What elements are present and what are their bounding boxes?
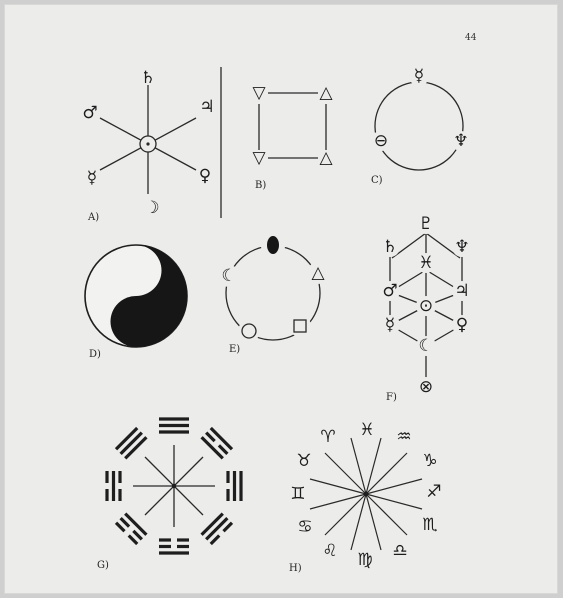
label-f: F) (386, 392, 397, 403)
water-triangle-icon: ▽ (252, 83, 266, 103)
earth-cross-icon: ⊗ (419, 377, 433, 397)
label-g: G) (97, 560, 109, 571)
salt-icon: ⊖ (374, 131, 388, 151)
mercury-icon: ☿ (414, 66, 424, 86)
label-a: A) (87, 212, 99, 223)
pisces-icon: ♓ (418, 253, 433, 273)
black-oval (267, 236, 279, 254)
taurus-icon: ♉ (296, 451, 311, 471)
diagram-f: ♇ ♄ ♓ ♆ ♂ ♃ ⊙ ☿ ♀ ☾ ⊗ F) (380, 214, 472, 403)
diagram-g: G) (97, 419, 241, 571)
trigram-bar (211, 535, 219, 543)
trigram-bar (206, 433, 214, 441)
fire-triangle-icon: △ (319, 148, 333, 168)
zodiac-spoke (366, 438, 381, 494)
zodiac-spoke (310, 494, 366, 509)
glyph-mask (289, 315, 311, 337)
label-c: C) (371, 175, 383, 186)
saturn-icon: ♄ (140, 68, 155, 88)
label-d: D) (89, 349, 101, 360)
fire-triangle-icon: △ (319, 83, 333, 103)
aquarius-icon: ♒ (396, 427, 411, 447)
jupiter-icon: ♃ (199, 97, 214, 117)
neptune-icon: ♆ (454, 237, 469, 257)
ring-circle (375, 82, 463, 170)
mercury-icon: ☿ (87, 168, 97, 188)
diagram-d: D) (85, 245, 187, 360)
zodiac-spoke (351, 438, 366, 494)
trigram-bar (133, 531, 141, 539)
label-b: B) (255, 180, 266, 191)
crescent-moon-icon: ☾ (221, 266, 236, 286)
sun-icon: ⊙ (419, 296, 433, 316)
trigram-bar (129, 535, 137, 543)
pluto-icon: ♇ (418, 214, 433, 234)
mars-icon: ♂ (82, 103, 97, 123)
jupiter-icon: ♃ (454, 281, 469, 301)
label-h: H) (289, 563, 302, 574)
sagittarius-icon: ♐ (426, 482, 441, 502)
mars-icon: ♂ (382, 281, 397, 301)
moon-icon: ☽ (144, 198, 159, 218)
libra-icon: ♎ (392, 541, 407, 561)
mercury-icon: ☿ (385, 315, 395, 335)
cancer-icon: ♋ (297, 517, 312, 537)
zodiac-spoke (351, 494, 366, 550)
saturn-icon: ♄ (382, 237, 397, 257)
gemini-icon: ♊ (290, 484, 305, 504)
trigram-bar (116, 523, 124, 531)
water-triangle-icon: ▽ (252, 148, 266, 168)
center-dot (364, 492, 368, 496)
trigram-bar (121, 518, 129, 526)
scorpio-icon: ♏ (422, 515, 437, 535)
zodiac-spoke (366, 494, 381, 550)
label-e: E) (229, 344, 240, 355)
zodiac-spoke (325, 494, 366, 535)
trigram-bar (219, 445, 227, 453)
zodiac-spoke (366, 453, 407, 494)
diagram-a: ♄ ♂ ♃ ☿ ♀ ☽ A) (82, 68, 214, 223)
trigram-bar (223, 523, 231, 531)
pisces-icon: ♓ (359, 420, 374, 440)
diagram-h: ♈ ♓ ♒ ♉ ♑ ♊ ♐ ♋ ♏ ♌ ♍ ♎ H) (289, 420, 442, 574)
diagram-b: ▽ △ ▽ △ B) (252, 83, 333, 191)
leo-icon: ♌ (322, 541, 337, 561)
zodiac-spoke (366, 494, 407, 535)
diagram-e: ☾ △ E) (218, 234, 329, 355)
aries-icon: ♈ (320, 427, 335, 447)
sulphur-icon: ♆ (453, 131, 468, 151)
triangle-icon: △ (311, 263, 325, 283)
venus-icon: ♀ (456, 315, 468, 335)
virgo-icon: ♍ (357, 550, 372, 570)
venus-icon: ♀ (199, 166, 211, 186)
yin-yang-dark-eye (116, 318, 130, 326)
moon-icon: ☾ (418, 336, 433, 356)
glyph-mask (238, 320, 260, 342)
center-dot (172, 484, 176, 488)
center-dot (146, 142, 149, 145)
page-number: 44 (465, 33, 477, 43)
zodiac-spoke (325, 453, 366, 494)
zodiac-spoke (366, 494, 422, 509)
zodiac-spoke (310, 479, 366, 494)
yin-yang-light-eye (142, 267, 156, 275)
zodiac-spoke (366, 479, 422, 494)
capricorn-icon: ♑ (422, 451, 437, 471)
diagram-c: ☿ ⊖ ♆ C) (371, 66, 471, 186)
